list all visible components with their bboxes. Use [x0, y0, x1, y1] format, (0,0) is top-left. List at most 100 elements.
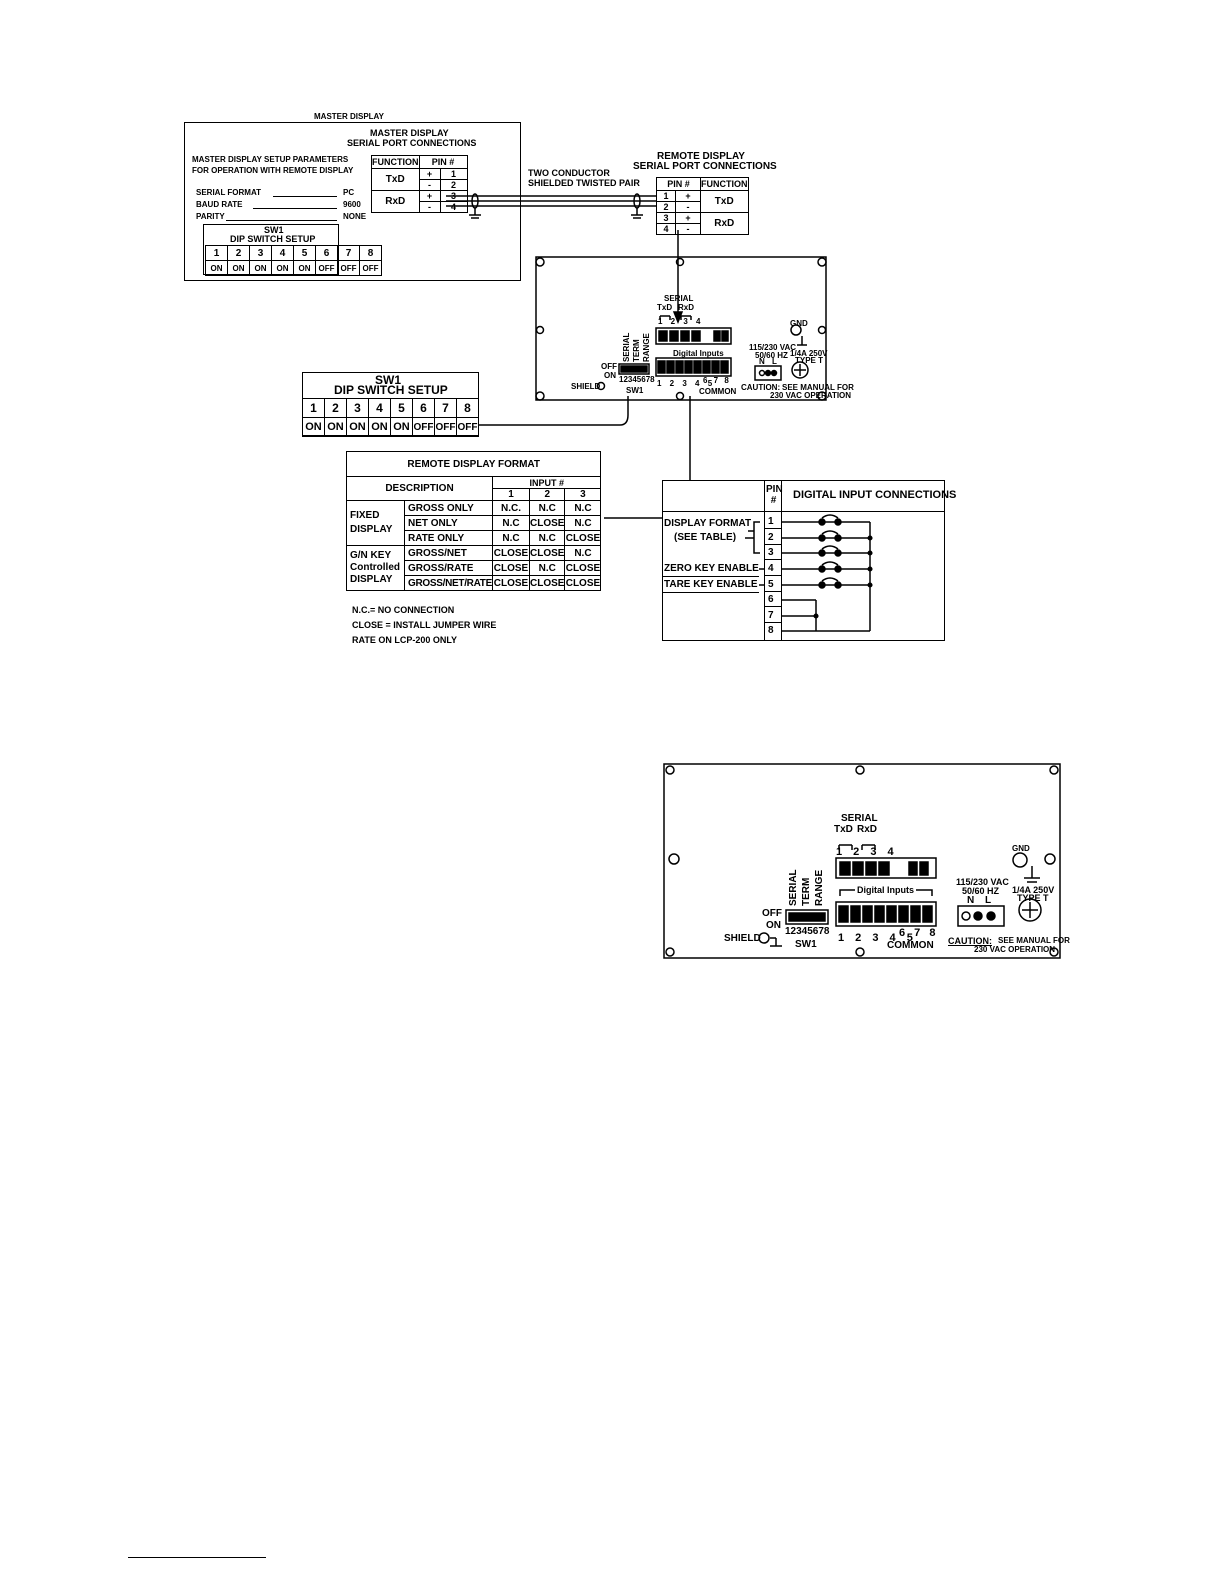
- sw-number: 7: [337, 245, 360, 261]
- lower-sw-range: RANGE: [814, 869, 825, 906]
- digital-pin: 1: [768, 516, 774, 527]
- digital-pin: 2: [768, 532, 774, 543]
- remote-header-pin: PIN #: [656, 177, 701, 191]
- panel-input-numbers-tail: 6 7 8: [703, 376, 731, 385]
- sw-number: 5: [390, 398, 413, 418]
- panel-sw-numbers: 12345678: [619, 375, 655, 384]
- format-cell: N.C: [528, 530, 566, 546]
- sw-state: OFF: [434, 417, 457, 437]
- remote-pin: 3: [656, 212, 676, 224]
- sw-state: ON: [324, 417, 347, 437]
- format-cell: CLOSE: [528, 545, 566, 561]
- format-input-header: INPUT #: [491, 476, 602, 489]
- panel-fuse-type: TYPE T: [795, 356, 824, 365]
- sw-number: 6: [412, 398, 435, 418]
- format-input-number: 1: [492, 488, 530, 501]
- lower-freq: 50/60 HZ: [962, 886, 1000, 896]
- lower-gnd: GND: [1012, 844, 1030, 853]
- format-group-gn-line1: G/N KEY: [350, 550, 392, 561]
- format-cell: N.C: [564, 545, 602, 561]
- sw-number: 2: [227, 245, 250, 261]
- sw-number: 2: [324, 398, 347, 418]
- format-input-number: 2: [528, 488, 566, 501]
- master-sw1-title: SW1: [264, 225, 284, 235]
- master-title-line1: MASTER DISPLAY: [370, 128, 449, 138]
- port-sign: +: [418, 168, 441, 180]
- sw-number: 6: [315, 245, 338, 261]
- param-baud-rate-value: 9600: [343, 200, 361, 209]
- sw-state: OFF: [359, 260, 382, 276]
- remote-title-line2: SERIAL PORT CONNECTIONS: [633, 161, 777, 172]
- lower-n: N: [967, 895, 975, 906]
- sw-state: ON: [205, 260, 228, 276]
- pin-divider: [764, 559, 781, 560]
- format-cell: N.C: [528, 500, 566, 516]
- lower-serial-label: SERIAL: [841, 813, 878, 824]
- remote-sign: +: [675, 190, 701, 202]
- remote-function-rxd: RxD: [700, 212, 749, 235]
- format-row-name: GROSS/NET/RATE: [404, 575, 493, 591]
- lower-fuse: 1/4A 250V: [1012, 885, 1055, 895]
- port-header-function: FUNCTION: [371, 155, 420, 169]
- param-serial-format-value: PC: [343, 188, 355, 197]
- digital-see-table: (SEE TABLE): [674, 532, 737, 543]
- remote-port-table: PIN # FUNCTION 1 + TxD 2 - 3 + RxD 4 -: [656, 177, 749, 235]
- lower-sw1: SW1: [795, 939, 817, 950]
- sw-state: OFF: [337, 260, 360, 276]
- format-row-name: GROSS/NET: [404, 545, 493, 561]
- format-row-name: NET ONLY: [404, 515, 493, 531]
- pin-divider: [764, 606, 781, 607]
- pin-divider: [764, 575, 781, 576]
- remote-function-txd: TxD: [700, 190, 749, 213]
- remote-pin: 4: [656, 223, 676, 235]
- remote-sign: -: [675, 201, 701, 213]
- digital-pin: 4: [768, 563, 774, 574]
- port-pin: 4: [439, 201, 468, 213]
- divider: [662, 576, 759, 577]
- format-row-name: GROSS/RATE: [404, 560, 493, 576]
- remote-pin: 1: [656, 190, 676, 202]
- format-cell: CLOSE: [564, 575, 602, 591]
- remote-header-function: FUNCTION: [700, 177, 749, 191]
- panel-sw-range: RANGE: [642, 333, 651, 362]
- sw-state: ON: [346, 417, 369, 437]
- lower-voltage: 115/230 VAC: [956, 877, 1009, 887]
- format-group-fixed-line2: DISPLAY: [350, 524, 393, 535]
- sw-number: 3: [249, 245, 272, 261]
- panel-sw-term: TERM: [632, 339, 641, 362]
- port-sign: +: [418, 190, 441, 202]
- pin-divider: [764, 528, 781, 529]
- sw-state: ON: [390, 417, 413, 437]
- panel-digital-inputs: Digital Inputs: [673, 349, 724, 358]
- format-group-gn-line3: DISPLAY: [350, 574, 393, 585]
- sw1-setup-table: 1 2 3 4 5 6 7 8 ON ON ON ON ON OFF OFF O…: [302, 398, 479, 437]
- lower-digital-inputs: Digital Inputs: [855, 885, 916, 895]
- panel-serial-pins: 1 2 3 4: [658, 317, 704, 326]
- panel-n: N: [759, 357, 765, 366]
- sw-number: 4: [368, 398, 391, 418]
- digital-pin: 7: [768, 610, 774, 621]
- panel-gnd: GND: [790, 319, 808, 328]
- lower-off: OFF: [762, 908, 782, 919]
- lower-sw-term: TERM: [801, 877, 812, 906]
- note-rate: RATE ON LCP-200 ONLY: [352, 635, 458, 645]
- format-title: REMOTE DISPLAY FORMAT: [345, 451, 602, 477]
- sw-number: 1: [302, 398, 325, 418]
- digital-zero-key-enable: ZERO KEY ENABLE: [664, 563, 759, 574]
- master-sw1-table: 1 2 3 4 5 6 7 8 ON ON ON ON ON OFF OFF O…: [205, 245, 382, 276]
- panel-fuse: 1/4A 250V: [790, 349, 828, 358]
- sw-state: ON: [368, 417, 391, 437]
- param-serial-format-label: SERIAL FORMAT: [196, 188, 262, 197]
- sw-state: OFF: [456, 417, 479, 437]
- remote-title-line1: REMOTE DISPLAY: [657, 151, 745, 162]
- sw-number: 8: [456, 398, 479, 418]
- lower-l: L: [985, 895, 992, 906]
- lower-caution-line1: SEE MANUAL FOR: [998, 936, 1070, 945]
- lower-shield: SHIELD: [724, 933, 761, 944]
- param-baud-rate-label: BAUD RATE: [196, 200, 243, 209]
- sw1-setup-subtitle: DIP SWITCH SETUP: [334, 383, 448, 397]
- remote-sign: +: [675, 212, 701, 224]
- port-function-rxd: RxD: [371, 190, 420, 213]
- sw-state: ON: [293, 260, 316, 276]
- lower-txd-label: TxD: [834, 824, 853, 835]
